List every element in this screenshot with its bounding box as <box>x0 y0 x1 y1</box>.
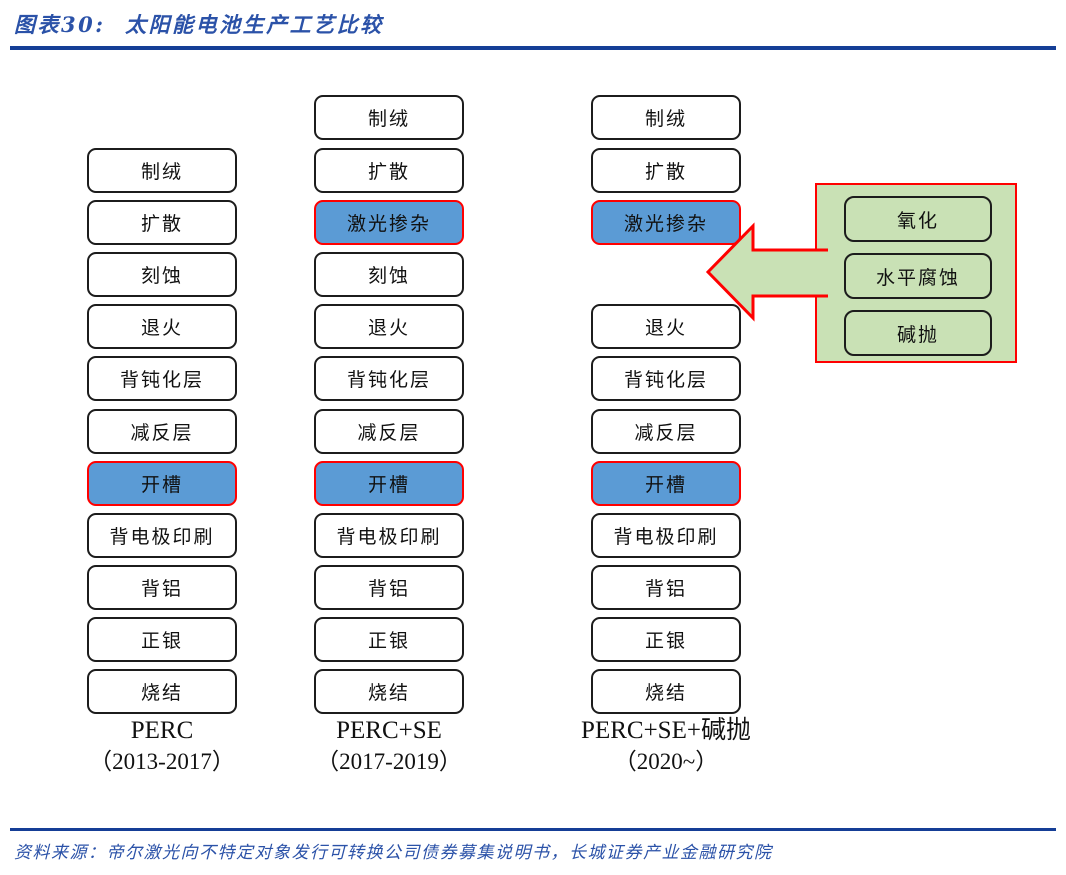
step-box: 扩散 <box>87 200 237 245</box>
step-box: 正银 <box>591 617 741 662</box>
column-name: PERC+SE <box>336 717 442 744</box>
step-box: 背钝化层 <box>591 356 741 401</box>
column-period: （2017-2019） <box>316 749 462 774</box>
step-box: 制绒 <box>591 95 741 140</box>
source-note: 资料来源：帝尔激光向不特定对象发行可转换公司债券募集说明书，长城证券产业金融研究… <box>14 843 773 863</box>
step-box: 背钝化层 <box>314 356 464 401</box>
step-box-highlighted: 开槽 <box>87 461 237 506</box>
step-box: 背电极印刷 <box>591 513 741 558</box>
step-box: 烧结 <box>591 669 741 714</box>
step-box-highlighted: 开槽 <box>591 461 741 506</box>
step-box: 正银 <box>87 617 237 662</box>
column-label: PERC+SE+碱抛 （2020~） <box>516 716 816 776</box>
step-box: 扩散 <box>591 148 741 193</box>
column-period: （2020~） <box>613 749 719 774</box>
left-arrow-icon <box>705 222 828 322</box>
step-box-highlighted: 开槽 <box>314 461 464 506</box>
callout-panel: 氧化水平腐蚀碱抛 <box>815 183 1017 363</box>
callout-step-box: 水平腐蚀 <box>844 253 992 299</box>
column-period: （2013-2017） <box>89 749 235 774</box>
step-box: 制绒 <box>87 148 237 193</box>
step-box: 背电极印刷 <box>314 513 464 558</box>
callout-step-box: 碱抛 <box>844 310 992 356</box>
step-box: 退火 <box>591 304 741 349</box>
step-box: 减反层 <box>591 409 741 454</box>
step-box-highlighted: 激光掺杂 <box>314 200 464 245</box>
step-box: 退火 <box>314 304 464 349</box>
figure-title: 图表30: 太阳能电池生产工艺比较 <box>14 12 384 37</box>
step-box: 背钝化层 <box>87 356 237 401</box>
title-rule <box>10 46 1056 50</box>
step-box: 背铝 <box>87 565 237 610</box>
column-label: PERC （2013-2017） <box>12 716 312 776</box>
step-box: 背电极印刷 <box>87 513 237 558</box>
step-box: 背铝 <box>591 565 741 610</box>
step-box: 烧结 <box>87 669 237 714</box>
step-box-highlighted: 激光掺杂 <box>591 200 741 245</box>
step-box: 制绒 <box>314 95 464 140</box>
step-box: 烧结 <box>314 669 464 714</box>
column-name: PERC <box>130 717 194 744</box>
step-box: 刻蚀 <box>314 252 464 297</box>
step-box: 背铝 <box>314 565 464 610</box>
step-box: 正银 <box>314 617 464 662</box>
step-box: 减反层 <box>314 409 464 454</box>
step-box: 减反层 <box>87 409 237 454</box>
callout-step-box: 氧化 <box>844 196 992 242</box>
step-box: 退火 <box>87 304 237 349</box>
step-box: 刻蚀 <box>87 252 237 297</box>
column-name: PERC+SE+碱抛 <box>581 717 751 744</box>
step-box: 扩散 <box>314 148 464 193</box>
column-label: PERC+SE （2017-2019） <box>239 716 539 776</box>
footer-rule <box>10 828 1056 831</box>
